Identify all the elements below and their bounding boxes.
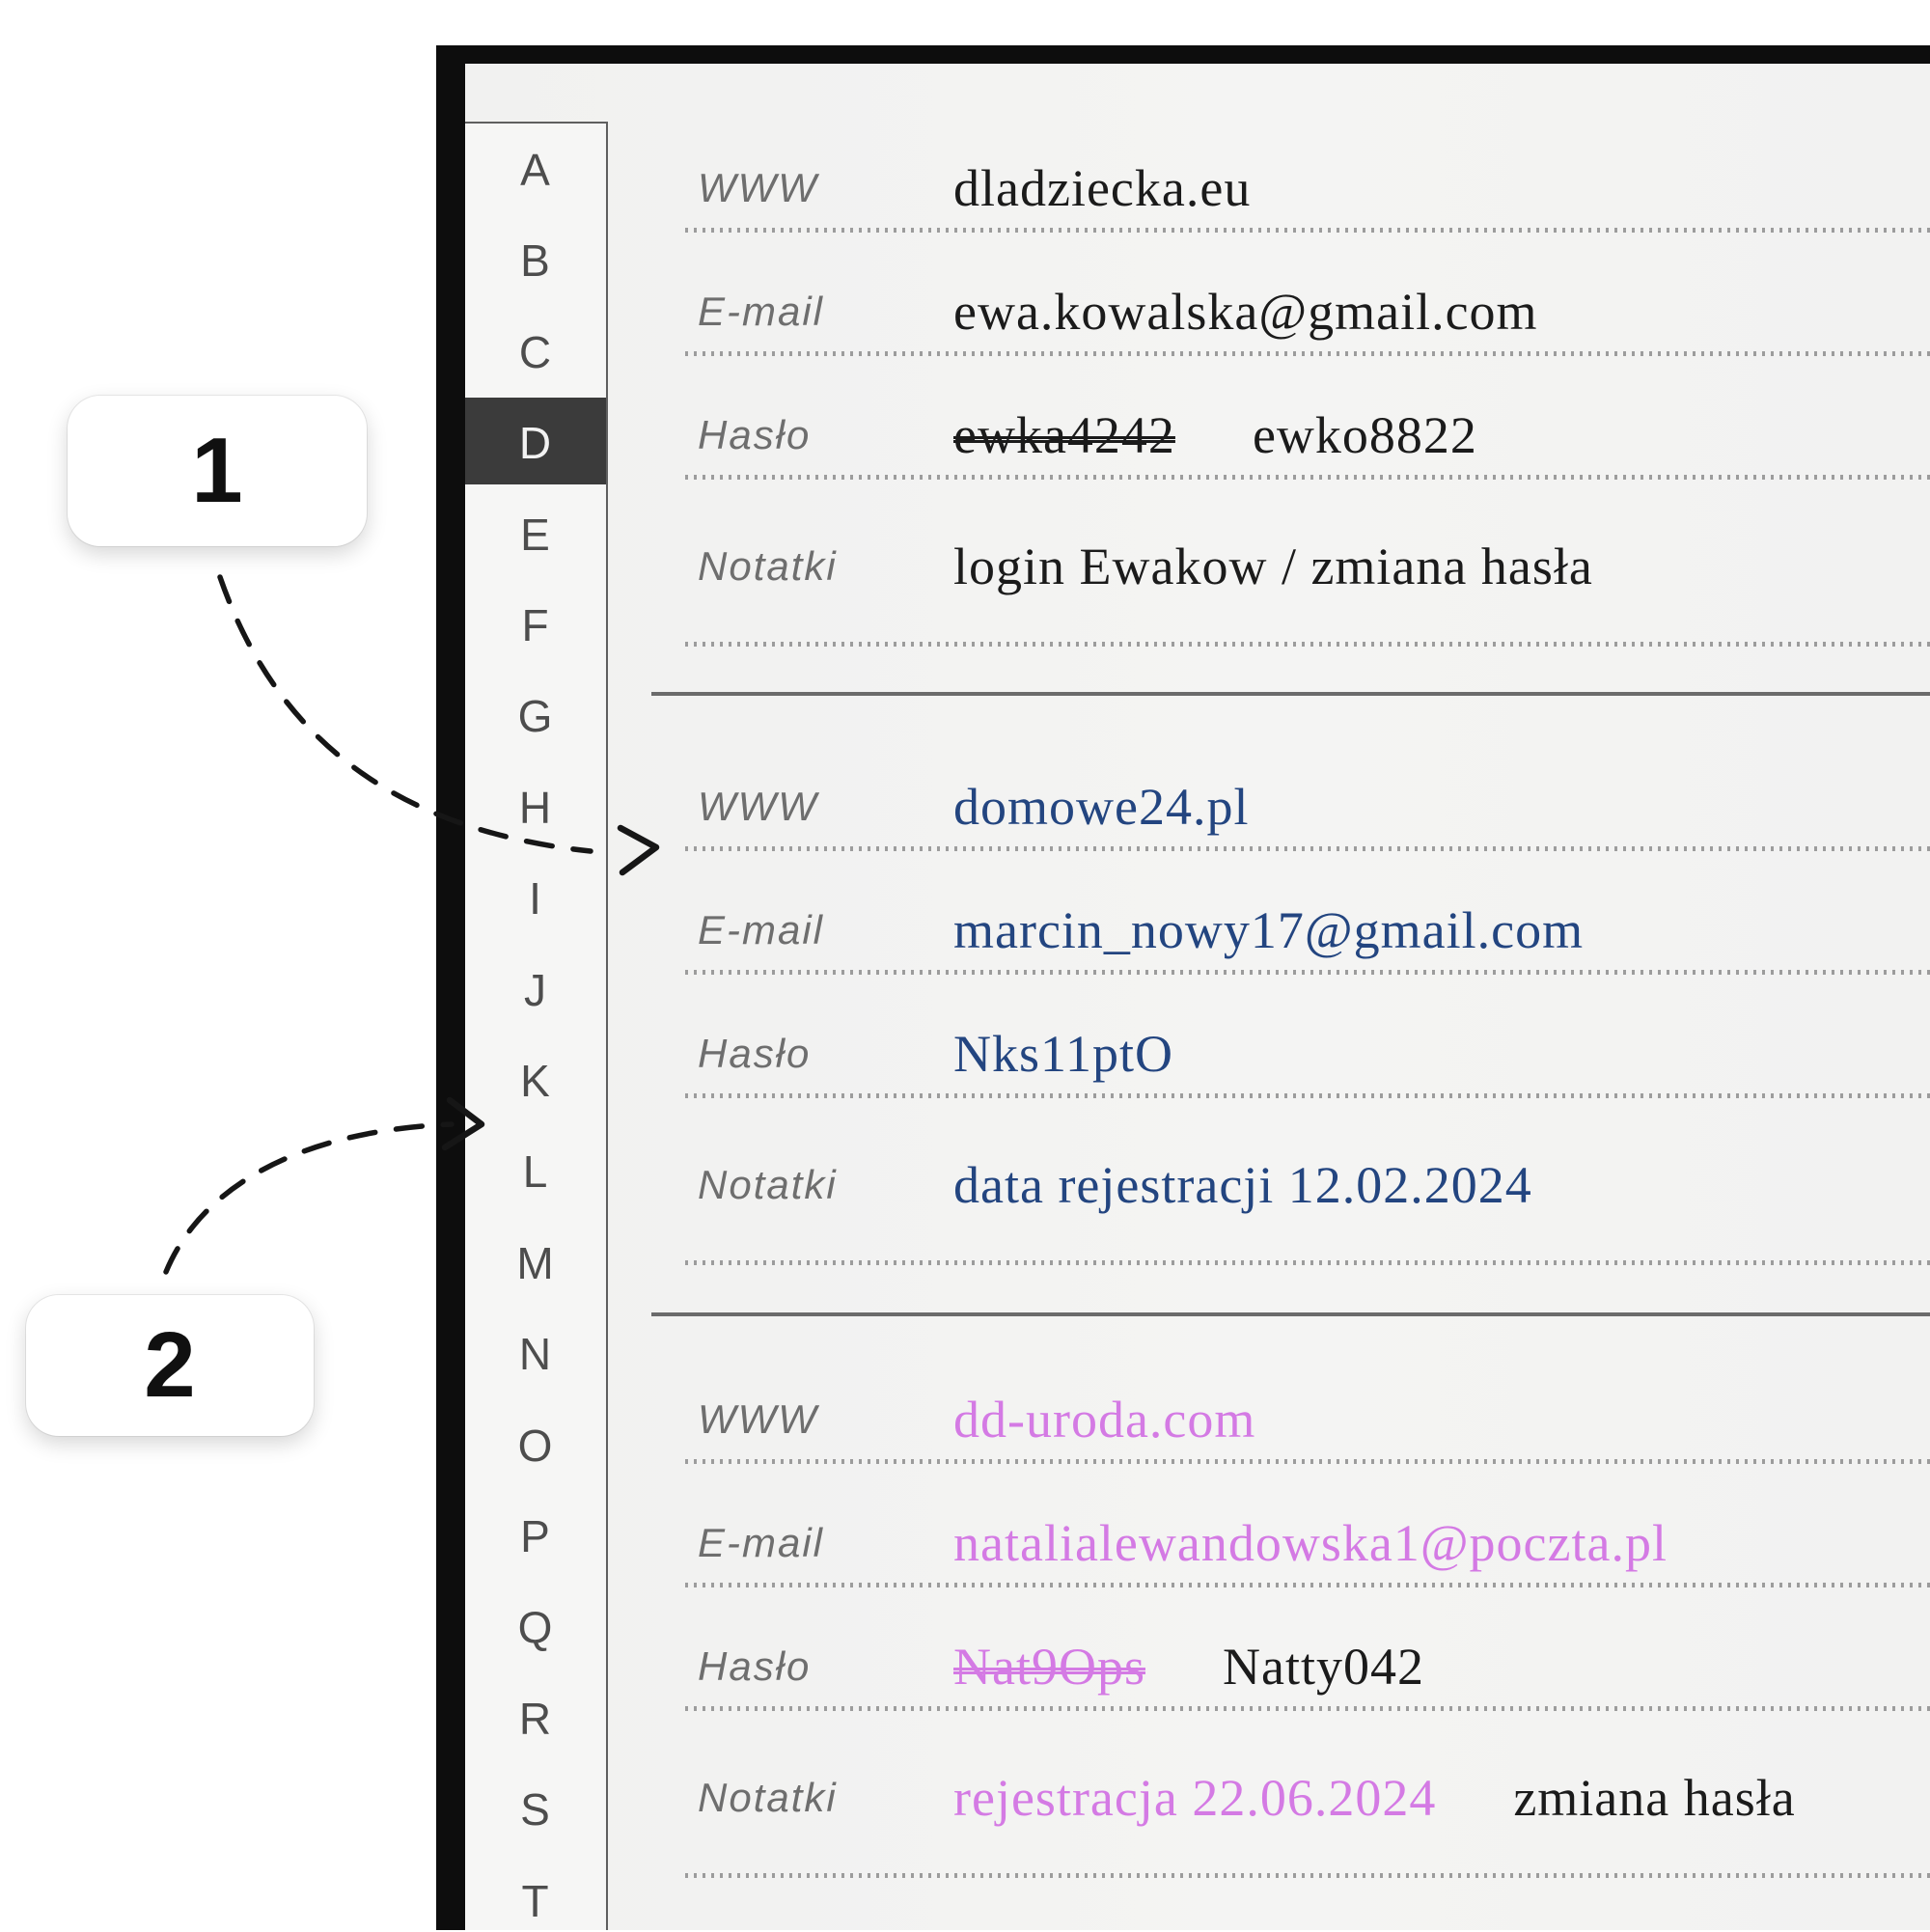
entry-2-notatki-value: data rejestracji 12.02.2024 xyxy=(953,1150,1532,1220)
handwritten-value: dd-uroda.com xyxy=(953,1391,1256,1449)
entry-3-email-value: natalialewandowska1@poczta.pl xyxy=(953,1508,1668,1578)
field-label-haso: Hasło xyxy=(698,1643,812,1689)
dotted-rule xyxy=(685,228,1930,233)
tab-letter-l[interactable]: L xyxy=(522,1146,549,1198)
tab-letter-f[interactable]: F xyxy=(521,600,550,650)
dotted-rule xyxy=(685,1583,1930,1587)
entry-divider xyxy=(651,1312,1930,1316)
page-frame-top-edge xyxy=(436,45,1930,64)
dotted-rule xyxy=(685,1093,1930,1098)
entry-2-email-value: marcin_nowy17@gmail.com xyxy=(953,896,1584,965)
dotted-rule xyxy=(685,1706,1930,1711)
field-label-www: WWW xyxy=(698,1396,818,1442)
entry-1-www-value: dladziecka.eu xyxy=(953,153,1251,223)
handwritten-value: login Ewakow / zmiana hasła xyxy=(953,538,1593,595)
dotted-rule xyxy=(685,970,1930,975)
tab-letter-s[interactable]: S xyxy=(520,1784,551,1835)
tab-letter-h[interactable]: H xyxy=(518,782,553,833)
field-label-notatki: Notatki xyxy=(698,1162,838,1207)
handwritten-value: data rejestracji 12.02.2024 xyxy=(953,1156,1532,1214)
callout-2-number: 2 xyxy=(144,1313,196,1417)
crossed-out-value: Nat9Ops xyxy=(953,1638,1145,1696)
handwritten-value: ewko8822 xyxy=(1252,406,1477,464)
handwritten-value: Natty042 xyxy=(1222,1638,1424,1696)
handwritten-value: ewa.kowalska@gmail.com xyxy=(953,283,1538,341)
callout-1-number: 1 xyxy=(191,419,243,522)
callout-1-badge: 1 xyxy=(68,396,367,546)
handwritten-value: Nks11ptO xyxy=(953,1025,1174,1083)
entry-1-notatki-value: login Ewakow / zmiana hasła xyxy=(953,532,1593,601)
dotted-rule xyxy=(685,1260,1930,1265)
entry-2-haso-value: Nks11ptO xyxy=(953,1019,1173,1089)
tab-letter-p[interactable]: P xyxy=(520,1511,551,1561)
dotted-rule xyxy=(685,351,1930,356)
handwritten-value: dladziecka.eu xyxy=(953,159,1252,217)
field-label-haso: Hasło xyxy=(698,412,812,457)
tab-letter-d-active[interactable]: D xyxy=(518,418,553,469)
field-label-email: E-mail xyxy=(698,1520,825,1565)
tab-letter-k[interactable]: K xyxy=(520,1056,551,1106)
crossed-out-value: ewka4242 xyxy=(953,406,1175,464)
entry-3-haso-value: Nat9Ops Natty042 xyxy=(953,1632,1424,1701)
tab-letter-a[interactable]: A xyxy=(520,145,551,195)
tab-letter-c[interactable]: C xyxy=(518,326,553,377)
tab-letter-j[interactable]: J xyxy=(524,964,547,1015)
field-label-www: WWW xyxy=(698,784,818,829)
dotted-rule xyxy=(685,1459,1930,1464)
field-label-notatki: Notatki xyxy=(698,1775,838,1820)
tab-letter-t[interactable]: T xyxy=(521,1875,550,1926)
tab-letter-q[interactable]: Q xyxy=(517,1602,554,1653)
callout-2-badge: 2 xyxy=(26,1295,314,1436)
field-label-email: E-mail xyxy=(698,289,825,334)
field-label-notatki: Notatki xyxy=(698,543,838,589)
field-label-email: E-mail xyxy=(698,907,825,952)
tab-letter-n[interactable]: N xyxy=(518,1329,553,1380)
tab-letter-e[interactable]: E xyxy=(520,509,551,560)
entry-3-www-value: dd-uroda.com xyxy=(953,1385,1255,1454)
page-frame-left-edge xyxy=(436,45,465,1930)
handwritten-value: natalialewandowska1@poczta.pl xyxy=(953,1514,1668,1572)
tab-letter-i[interactable]: I xyxy=(529,873,542,925)
entry-divider xyxy=(651,692,1930,696)
planner-page xyxy=(465,64,1930,1930)
handwritten-value: marcin_nowy17@gmail.com xyxy=(953,901,1585,959)
dotted-rule xyxy=(685,642,1930,647)
handwritten-value: zmiana hasła xyxy=(1513,1769,1796,1827)
handwritten-value: rejestracja 22.06.2024 xyxy=(953,1769,1437,1827)
entry-1-email-value: ewa.kowalska@gmail.com xyxy=(953,277,1538,346)
entry-1-haso-value: ewka4242 ewko8822 xyxy=(953,400,1477,470)
field-label-www: WWW xyxy=(698,165,818,210)
dotted-rule xyxy=(685,1873,1930,1878)
tab-letter-r[interactable]: R xyxy=(518,1693,553,1744)
handwritten-value: domowe24.pl xyxy=(953,778,1250,836)
dotted-rule xyxy=(685,475,1930,480)
entry-2-www-value: domowe24.pl xyxy=(953,772,1249,842)
tab-letter-m[interactable]: M xyxy=(516,1237,555,1288)
field-label-haso: Hasło xyxy=(698,1031,812,1076)
tab-letter-g[interactable]: G xyxy=(517,691,554,742)
active-tab-highlight xyxy=(465,398,606,484)
tab-letter-o[interactable]: O xyxy=(517,1420,554,1471)
entry-3-notatki-value: rejestracja 22.06.2024 zmiana hasła xyxy=(953,1763,1796,1833)
arrow-2-dashed-icon xyxy=(163,1096,485,1275)
dotted-rule xyxy=(685,846,1930,851)
tab-letter-b[interactable]: B xyxy=(520,235,551,287)
